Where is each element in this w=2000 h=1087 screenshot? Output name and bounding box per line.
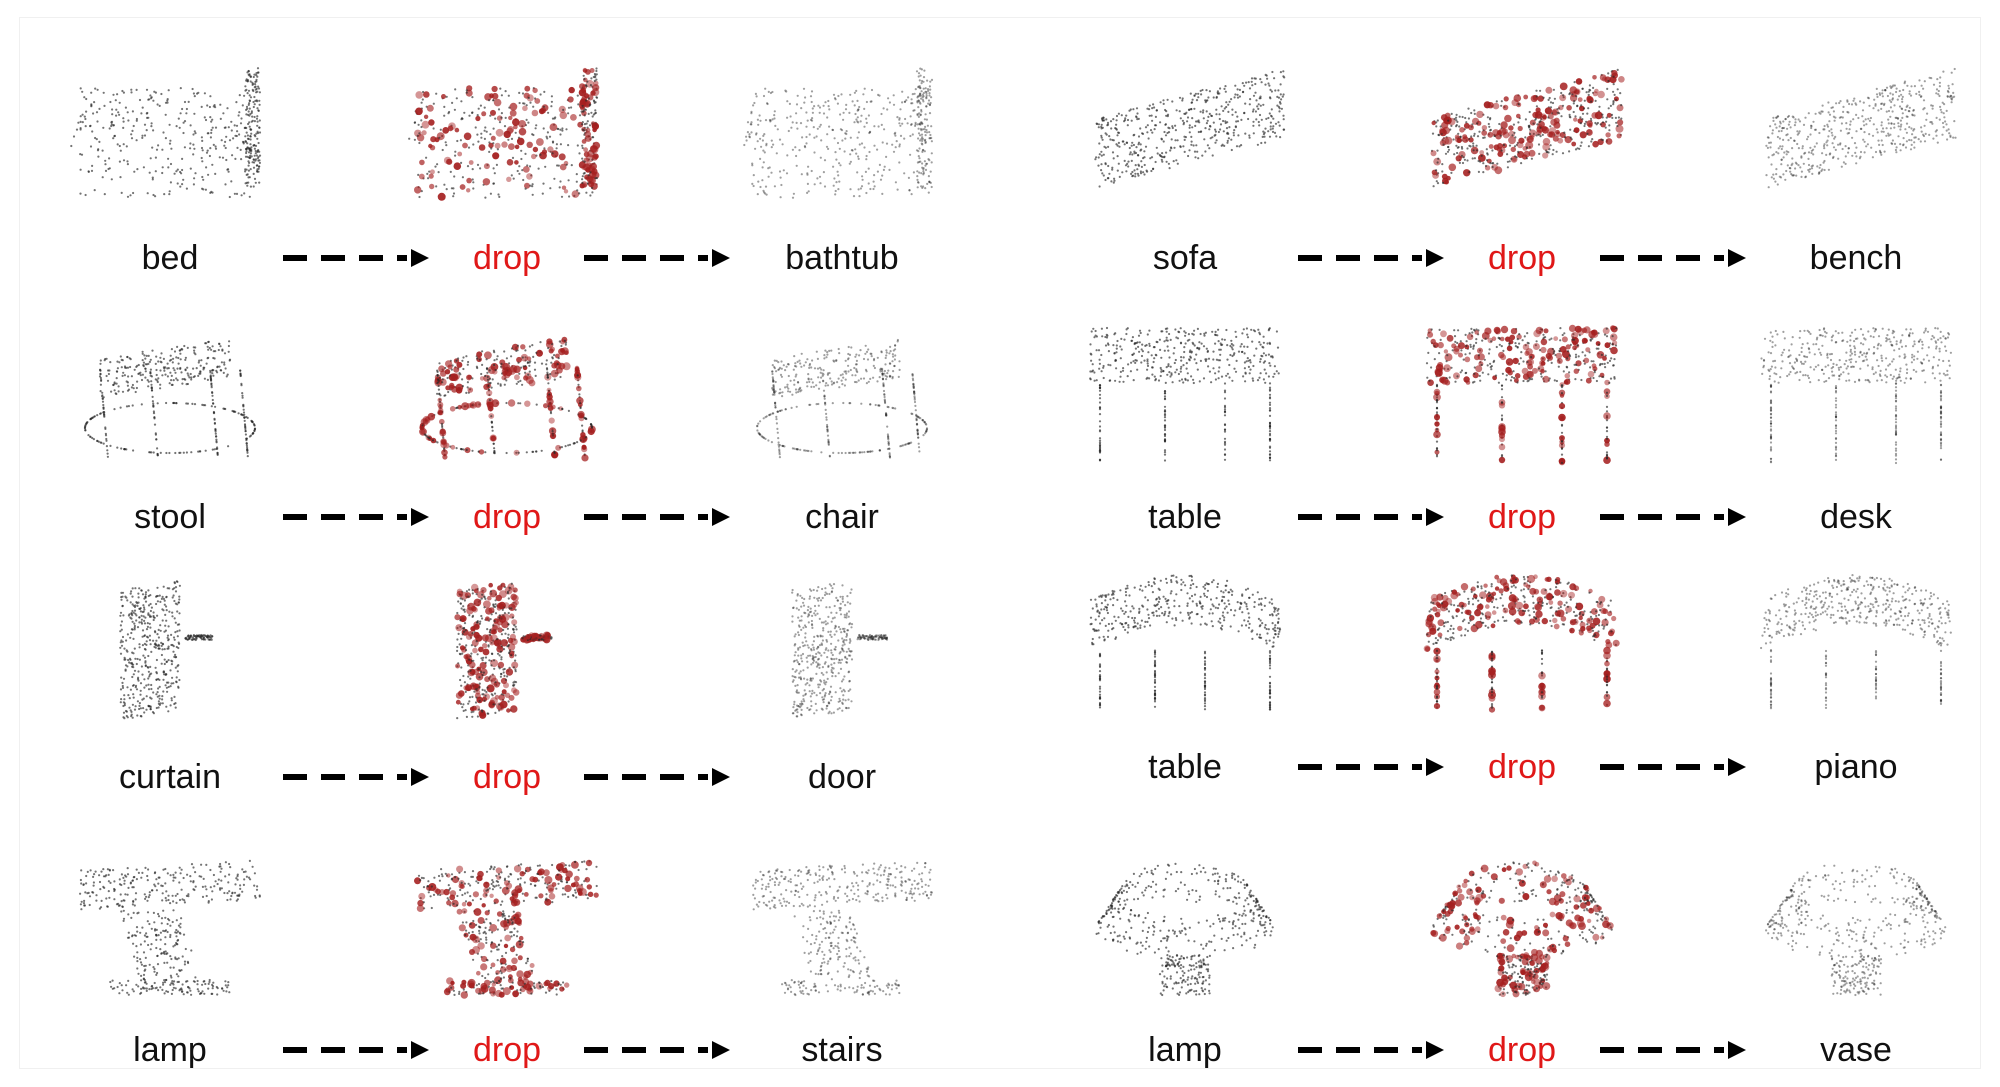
target-point-cloud [743, 67, 934, 199]
target-class-label: vase [1820, 1031, 1892, 1069]
dropped-point-cloud [408, 67, 601, 201]
target-point-cloud [1760, 574, 1952, 710]
source-point-cloud [119, 580, 214, 720]
drop-label: drop [1487, 239, 1557, 277]
figure-frame [20, 18, 1980, 1068]
dashed-arrow [1298, 508, 1444, 526]
target-point-cloud [1765, 864, 1947, 997]
target-point-cloud [791, 583, 889, 718]
dashed-arrow [1600, 249, 1746, 267]
source-point-cloud [1095, 862, 1274, 997]
drop-label: drop [472, 239, 542, 277]
target-point-cloud [1760, 327, 1952, 465]
source-point-cloud [83, 340, 257, 458]
dashed-arrow [283, 768, 429, 786]
target-class-label: piano [1814, 748, 1898, 786]
target-class-label: chair [805, 498, 879, 536]
source-class-label: lamp [133, 1031, 207, 1069]
source-class-label: stool [134, 498, 206, 536]
target-point-cloud [752, 861, 933, 997]
drop-label: drop [472, 498, 542, 536]
drop-label: drop [472, 758, 542, 796]
drop-label: drop [1487, 1031, 1557, 1069]
dropped-point-cloud [1425, 324, 1618, 466]
dashed-arrow [1600, 508, 1746, 526]
target-class-label: desk [1820, 498, 1892, 536]
drop-label: drop [1487, 498, 1557, 536]
target-point-cloud [1765, 67, 1957, 189]
source-point-cloud [70, 67, 262, 199]
source-point-cloud [79, 859, 261, 996]
source-class-label: curtain [118, 758, 222, 796]
target-point-cloud [756, 338, 929, 459]
dropped-point-cloud [419, 336, 596, 462]
dashed-arrow [584, 1041, 730, 1059]
dashed-arrow [584, 249, 730, 267]
target-class-label: bathtub [785, 239, 899, 277]
drop-label: drop [1487, 748, 1557, 786]
dropped-point-cloud [454, 582, 553, 720]
dashed-arrow [283, 508, 429, 526]
source-class-label: lamp [1148, 1031, 1222, 1069]
source-point-cloud [1089, 574, 1282, 711]
source-class-label: sofa [1152, 239, 1218, 277]
target-class-label: stairs [801, 1031, 883, 1069]
target-class-label: door [807, 758, 877, 796]
source-class-label: table [1148, 498, 1222, 536]
target-class-label: bench [1809, 239, 1903, 277]
dashed-arrow [584, 768, 730, 786]
dashed-arrow [283, 249, 429, 267]
dashed-arrow [1298, 758, 1444, 776]
dropped-point-cloud [414, 859, 599, 999]
dashed-arrow [1298, 249, 1444, 267]
dashed-arrow [283, 1041, 429, 1059]
source-point-cloud [1089, 326, 1280, 462]
source-point-cloud [1094, 70, 1286, 188]
dashed-arrow [1298, 1041, 1444, 1059]
dashed-arrow [1600, 758, 1746, 776]
drop-label: drop [472, 1031, 542, 1069]
source-class-label: bed [141, 239, 199, 277]
dropped-point-cloud [1430, 860, 1614, 998]
dashed-arrow [584, 508, 730, 526]
dropped-point-cloud [1423, 574, 1620, 713]
source-class-label: table [1148, 748, 1222, 786]
dropped-point-cloud [1430, 68, 1625, 188]
dashed-arrow [1600, 1041, 1746, 1059]
